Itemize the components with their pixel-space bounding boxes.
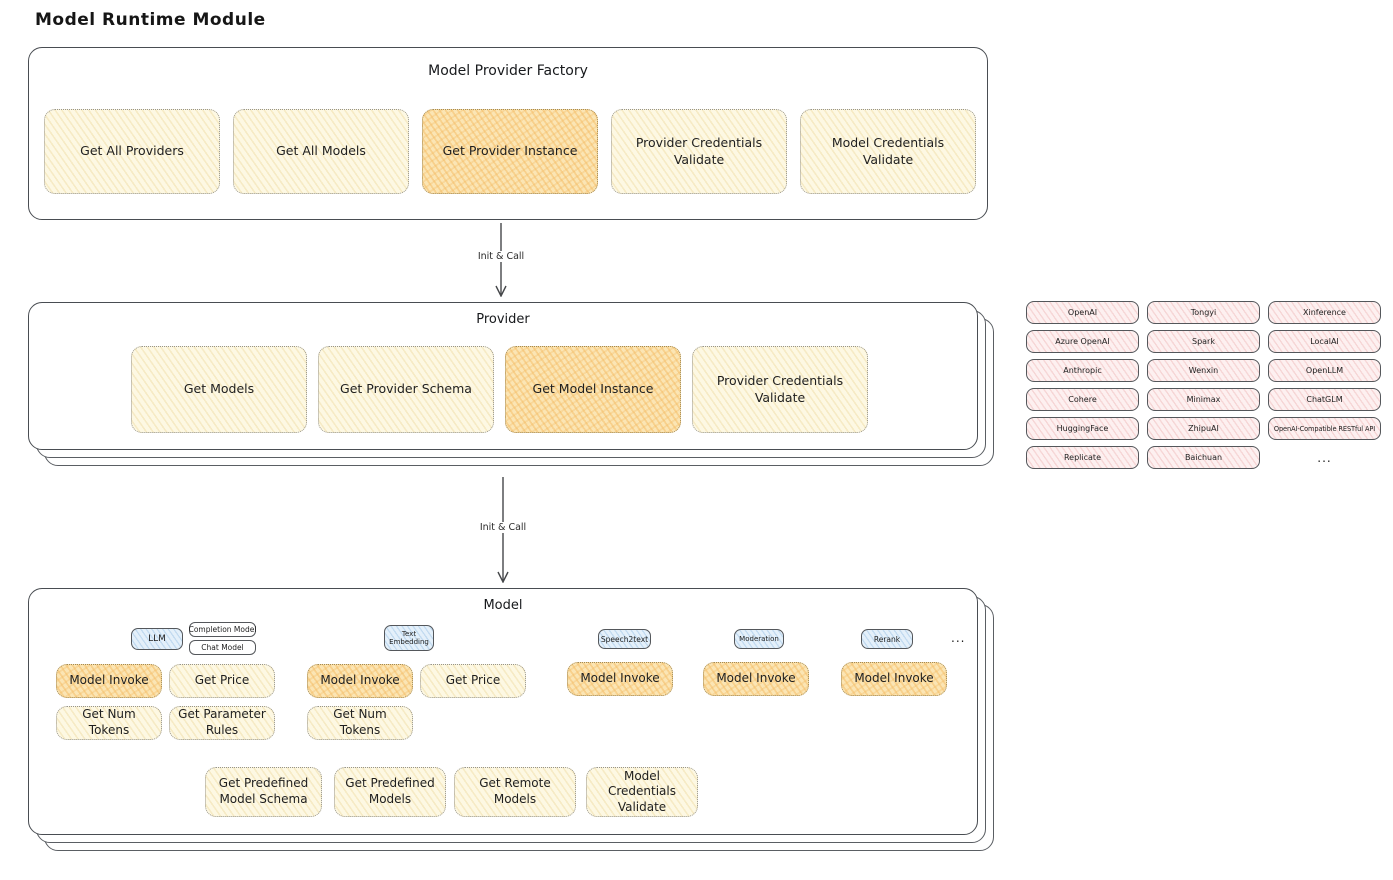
node-get-models: Get Models bbox=[131, 346, 307, 433]
provider-cell-zhipuai: ZhipuAI bbox=[1147, 417, 1260, 440]
page-title: Model Runtime Module bbox=[35, 10, 266, 30]
provider-list-more: ... bbox=[1317, 450, 1332, 465]
tab-speech2text: Speech2text bbox=[598, 629, 651, 649]
provider-title: Provider bbox=[476, 312, 530, 327]
llm-get-price: Get Price bbox=[169, 664, 275, 698]
tab-text-embedding: Text Embedding bbox=[384, 625, 434, 651]
provider-cell-huggingface: HuggingFace bbox=[1026, 417, 1139, 440]
arrow1-label: Init & Call bbox=[473, 251, 529, 262]
rerank-model-invoke: Model Invoke bbox=[841, 662, 947, 696]
provider-cell-replicate: Replicate bbox=[1026, 446, 1139, 469]
provider-list-grid: OpenAI Tongyi Xinference Azure OpenAI Sp… bbox=[1026, 301, 1381, 469]
node-get-all-models: Get All Models bbox=[233, 109, 409, 194]
embedding-get-num-tokens: Get Num Tokens bbox=[307, 706, 413, 740]
factory-box: Model Provider Factory Get All Providers… bbox=[28, 47, 988, 220]
node-provider-credentials-validate-2: Provider Credentials Validate bbox=[692, 346, 868, 433]
node-get-predefined-model-schema: Get Predefined Model Schema bbox=[205, 767, 322, 817]
speech2text-model-invoke: Model Invoke bbox=[567, 662, 673, 696]
tab-completion-model: Completion Model bbox=[189, 622, 256, 637]
provider-cell-chatglm: ChatGLM bbox=[1268, 388, 1381, 411]
tab-chat-model: Chat Model bbox=[189, 640, 256, 655]
embedding-get-price: Get Price bbox=[420, 664, 526, 698]
node-get-remote-models: Get Remote Models bbox=[454, 767, 576, 817]
provider-cell-cohere: Cohere bbox=[1026, 388, 1139, 411]
node-model-credentials-validate-2: Model Credentials Validate bbox=[586, 767, 698, 817]
provider-box: Provider Get Models Get Provider Schema … bbox=[28, 302, 978, 450]
provider-cell-openllm: OpenLLM bbox=[1268, 359, 1381, 382]
provider-cell-anthropic: Anthropic bbox=[1026, 359, 1139, 382]
provider-items-row: Get Models Get Provider Schema Get Model… bbox=[131, 346, 868, 433]
provider-cell-baichuan: Baichuan bbox=[1147, 446, 1260, 469]
llm-get-parameter-rules: Get Parameter Rules bbox=[169, 706, 275, 740]
node-get-provider-schema: Get Provider Schema bbox=[318, 346, 494, 433]
llm-model-invoke: Model Invoke bbox=[56, 664, 162, 698]
llm-get-num-tokens: Get Num Tokens bbox=[56, 706, 162, 740]
tab-llm: LLM bbox=[131, 628, 183, 650]
node-get-provider-instance: Get Provider Instance bbox=[422, 109, 598, 194]
node-get-predefined-models: Get Predefined Models bbox=[334, 767, 446, 817]
provider-cell-spark: Spark bbox=[1147, 330, 1260, 353]
node-get-model-instance: Get Model Instance bbox=[505, 346, 681, 433]
tab-rerank: Rerank bbox=[861, 629, 913, 649]
embedding-model-invoke: Model Invoke bbox=[307, 664, 413, 698]
tabs-more: ... bbox=[951, 631, 966, 645]
provider-cell-tongyi: Tongyi bbox=[1147, 301, 1260, 324]
node-provider-credentials-validate: Provider Credentials Validate bbox=[611, 109, 787, 194]
provider-cell-openai: OpenAI bbox=[1026, 301, 1139, 324]
factory-items-row: Get All Providers Get All Models Get Pro… bbox=[44, 109, 976, 194]
node-model-credentials-validate: Model Credentials Validate bbox=[800, 109, 976, 194]
provider-cell-openai-compatible: OpenAI-Compatible RESTful API bbox=[1268, 417, 1381, 440]
model-title: Model bbox=[483, 598, 523, 613]
model-box: Model LLM Completion Model Chat Model Te… bbox=[28, 588, 978, 835]
moderation-model-invoke: Model Invoke bbox=[703, 662, 809, 696]
provider-cell-xinference: Xinference bbox=[1268, 301, 1381, 324]
arrow2-label: Init & Call bbox=[475, 522, 531, 533]
provider-cell-azure-openai: Azure OpenAI bbox=[1026, 330, 1139, 353]
provider-cell-minimax: Minimax bbox=[1147, 388, 1260, 411]
provider-cell-wenxin: Wenxin bbox=[1147, 359, 1260, 382]
tab-moderation: Moderation bbox=[734, 629, 784, 649]
factory-title: Model Provider Factory bbox=[428, 63, 588, 79]
provider-cell-localai: LocalAI bbox=[1268, 330, 1381, 353]
node-get-all-providers: Get All Providers bbox=[44, 109, 220, 194]
